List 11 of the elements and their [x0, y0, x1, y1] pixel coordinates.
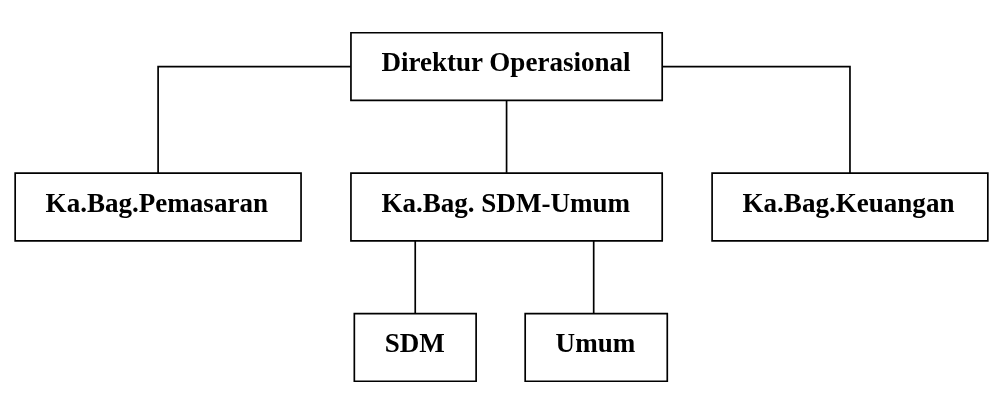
- connector: [157, 65, 352, 174]
- node-box: Ka.Bag.Keuangan: [711, 172, 989, 242]
- node-box: Ka.Bag. SDM-Umum: [350, 172, 664, 242]
- node-box: Direktur Operasional: [350, 31, 664, 102]
- connector: [414, 240, 417, 315]
- connector: [661, 65, 851, 174]
- node-box: Ka.Bag.Pemasaran: [14, 172, 302, 242]
- connector: [505, 99, 508, 174]
- node-box: SDM: [353, 312, 477, 383]
- connector: [592, 240, 595, 315]
- node-box: Umum: [524, 312, 669, 383]
